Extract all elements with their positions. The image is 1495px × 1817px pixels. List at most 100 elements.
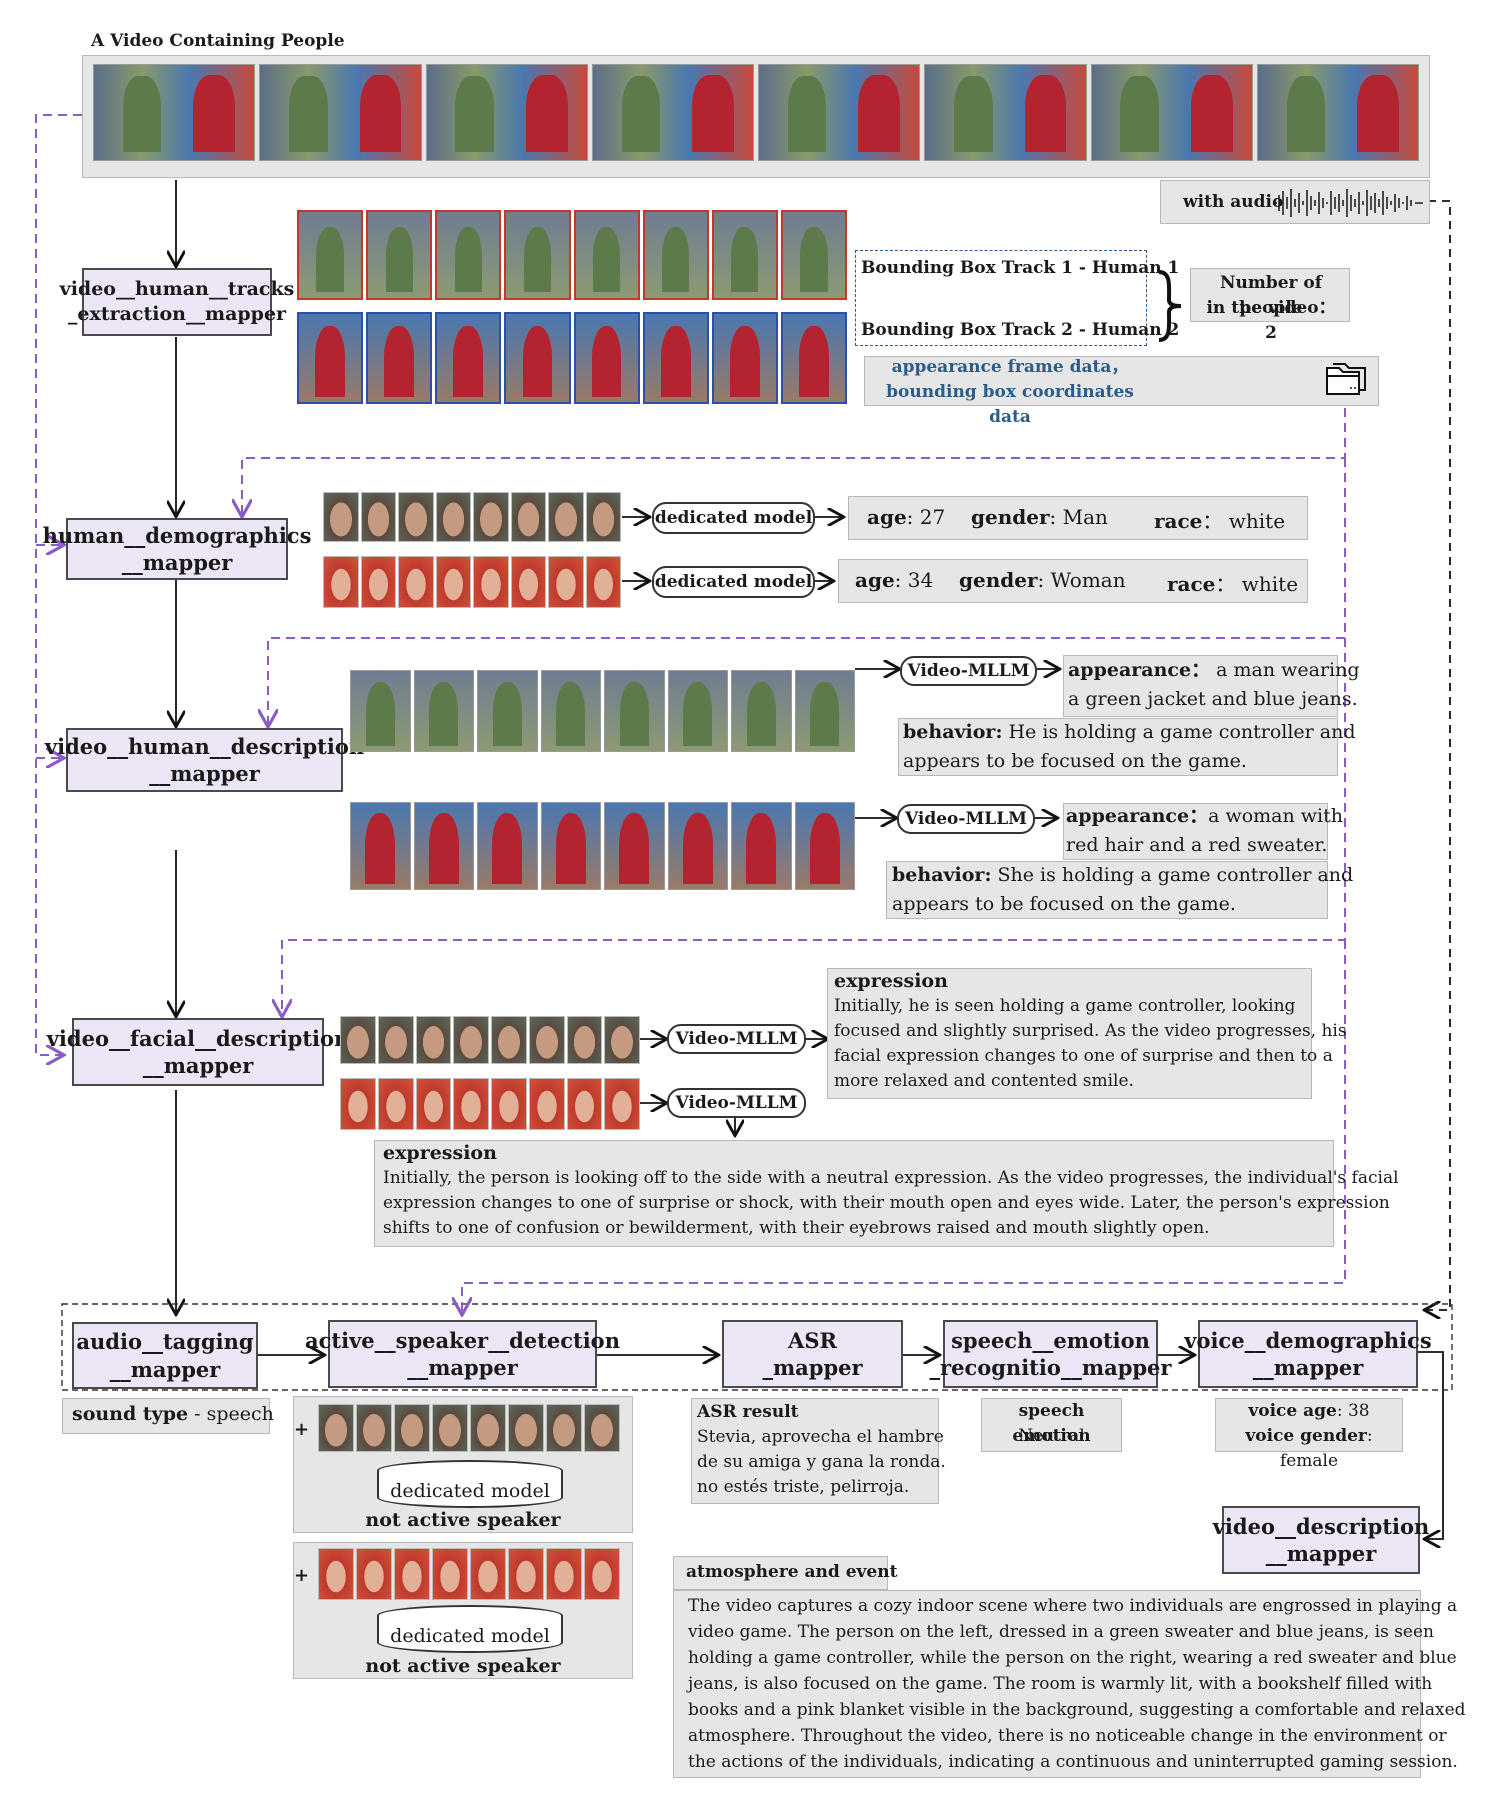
track1-frame [642,210,709,300]
track1-frame [366,210,433,300]
people-count-line2: in the video： 2 [1206,298,1336,343]
track2-frame [366,312,433,404]
description-frame [350,802,411,890]
video-description-mapper[interactable]: video__description__mapper [1213,1506,1429,1574]
node-label-line: video__facial__description [46,1025,350,1051]
track1-frame [780,210,847,300]
human-demographics-mapper[interactable]: human__demographics__mapper [43,518,311,580]
face-crop [415,1016,452,1064]
audio-tagging-mapper[interactable]: audio__tagging__mapper [72,1322,258,1389]
face-crop [435,556,471,608]
description-frame [604,802,665,890]
description-frame [731,802,792,890]
track2-label: Bounding Box Track 2 - Human 2 [861,320,1180,340]
video-frame [1256,64,1419,161]
atmosphere-line: video game. The person on the left, dres… [688,1622,1434,1642]
expression-line: expression changes to one of surprise or… [383,1193,1390,1213]
person-thumbnail [523,227,552,292]
expression-line: shifts to one of confusion or bewilderme… [383,1218,1210,1238]
description-frame [540,670,601,752]
description-frame [413,670,474,752]
audio-label: with audio [1183,192,1284,212]
face-crop [566,1078,603,1130]
active-speaker-detection-mapper[interactable]: active__speaker__detection__mapper [305,1320,620,1388]
human-tracks-extraction-mapper[interactable]: video__human__tracks_extraction__mapper [60,268,294,336]
face-crop [323,556,359,608]
appearance-line-2: a green jacket and blue jeans. [1068,688,1358,710]
face-crop [318,1404,354,1452]
person-thumbnail [359,74,402,153]
expression-title-2: expression [383,1142,497,1164]
face-crop [394,1548,430,1600]
race-label: race [1154,509,1203,533]
race-label: race [1167,572,1216,596]
voice-age-label: voice age [1248,1401,1337,1421]
asr-result-box [691,1398,939,1504]
person-thumbnail [682,813,713,884]
video-human-description-mapper[interactable]: video__human__description__mapper [45,728,364,792]
age-value: : 34 [894,568,934,592]
person-thumbnail [1357,74,1399,153]
video-frames-panel [82,55,1430,178]
face-crop [585,492,621,542]
speech-emotion-title: speech emotion [1012,1401,1091,1446]
atmosphere-title: atmosphere and event [686,1562,898,1582]
face-crop [473,492,509,542]
behavior-box-2 [886,861,1328,919]
voice-demographics-mapper[interactable]: voice__demographics__mapper [1184,1320,1432,1388]
appearance-line-3: appearance：a woman with [1066,802,1343,831]
person-thumbnail [429,682,459,747]
video-frame-strip [93,64,1419,161]
person-thumbnail [810,682,840,747]
race-value: ： white [1202,509,1286,533]
video-facial-description-mapper[interactable]: video__facial__description__mapper [47,1018,349,1086]
tracks-data-box [864,356,1379,406]
appearance-label: appearance： [1068,659,1211,681]
track2-frame [435,312,502,404]
track2-frame [573,312,640,404]
audio-panel: with audio [1160,180,1430,224]
video-frame [591,64,754,161]
person-thumbnail [525,74,568,153]
video-frame [924,64,1087,161]
face-crop [318,1548,354,1600]
asr-line: Stevia, aprovecha el hambre [697,1427,944,1447]
track1-frame [711,210,778,300]
description-frame [477,670,538,752]
behavior-line-3: behavior: She is holding a game controll… [892,861,1353,890]
person-thumbnail [731,227,759,292]
face-crop [585,556,621,608]
expression-line: facial expression changes to one of surp… [834,1046,1333,1066]
person-thumbnail [683,682,713,747]
track2-frame [504,312,571,404]
bounding-box-tracks-legend [855,250,1147,346]
face-crop [584,1404,620,1452]
behavior-line-2: appears to be focused on the game. [903,750,1247,772]
face-crop [360,556,396,608]
speaker-face-strip-2 [318,1548,620,1600]
person-thumbnail [1120,76,1159,153]
p2-facial-strip [340,1078,640,1130]
tracks-data-line2: bounding box coordinates data [886,382,1134,427]
description-frame [667,670,728,752]
face-crop [432,1548,468,1600]
asr-mapper[interactable]: ASR_mapper [722,1320,903,1388]
p2-description-frames [350,802,855,890]
voice-age-value: : 38 [1336,1401,1370,1421]
face-crop [323,492,359,542]
face-crop [470,1404,506,1452]
person-thumbnail [315,326,345,397]
speech-emotion-recognition-mapper[interactable]: speech__emotion_recognitio__mapper [930,1320,1171,1388]
atmosphere-box [673,1590,1421,1778]
atmosphere-title-box [673,1556,888,1590]
node-label-line: __mapper [121,550,233,575]
face-crop [415,1078,452,1130]
gender-label: gender [959,568,1038,592]
appearance-text: a man wearing [1210,659,1360,681]
person-thumbnail [385,227,413,292]
node-label-line: __mapper [1252,1355,1364,1380]
track1-frame [297,210,364,300]
race-value: ： white [1215,572,1299,596]
appearance-box-2 [1063,803,1328,860]
expression-line: more relaxed and contented smile. [834,1071,1134,1091]
